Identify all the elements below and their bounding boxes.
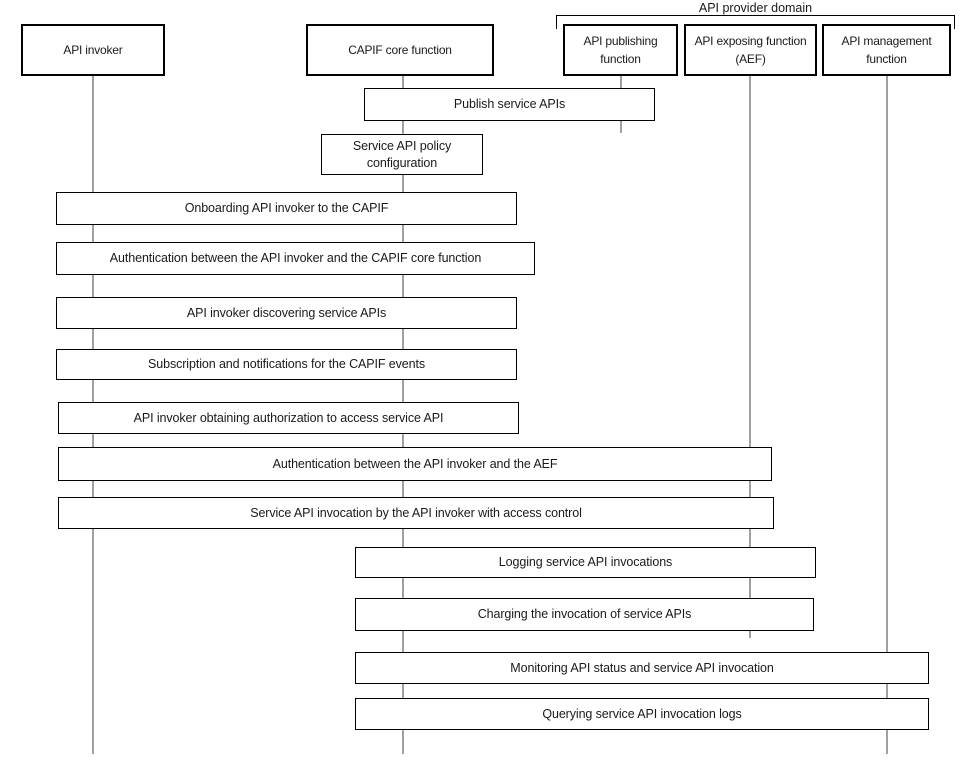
lifeline-api-exposing-function (749, 76, 751, 638)
actor-box-api-exposing-function: API exposing function (AEF) (684, 24, 817, 76)
actor-box-capif-core-function: CAPIF core function (306, 24, 494, 76)
step-box-monitoring-api-status: Monitoring API status and service API in… (355, 652, 929, 684)
step-box-subscription-notifications: Subscription and notifications for the C… (56, 349, 517, 380)
api-provider-domain-bracket (556, 15, 955, 29)
step-box-service-api-invocation: Service API invocation by the API invoke… (58, 497, 774, 529)
api-provider-domain-label: API provider domain (698, 1, 813, 15)
step-box-discovering-service-apis: API invoker discovering service APIs (56, 297, 517, 329)
step-box-querying-invocation-logs: Querying service API invocation logs (355, 698, 929, 730)
step-box-charging-invocation: Charging the invocation of service APIs (355, 598, 814, 631)
actor-box-api-publishing-function: API publishing function (563, 24, 678, 76)
step-box-logging-invocations: Logging service API invocations (355, 547, 816, 578)
lifeline-api-management-function (886, 76, 888, 754)
actor-box-api-management-function: API management function (822, 24, 951, 76)
step-box-obtaining-authorization: API invoker obtaining authorization to a… (58, 402, 519, 434)
actor-box-api-invoker: API invoker (21, 24, 165, 76)
step-box-authentication-capif-core: Authentication between the API invoker a… (56, 242, 535, 275)
step-box-service-api-policy-configuration: Service API policy configuration (321, 134, 483, 175)
step-box-publish-service-apis: Publish service APIs (364, 88, 655, 121)
step-box-onboarding-api-invoker: Onboarding API invoker to the CAPIF (56, 192, 517, 225)
step-box-authentication-aef: Authentication between the API invoker a… (58, 447, 772, 481)
